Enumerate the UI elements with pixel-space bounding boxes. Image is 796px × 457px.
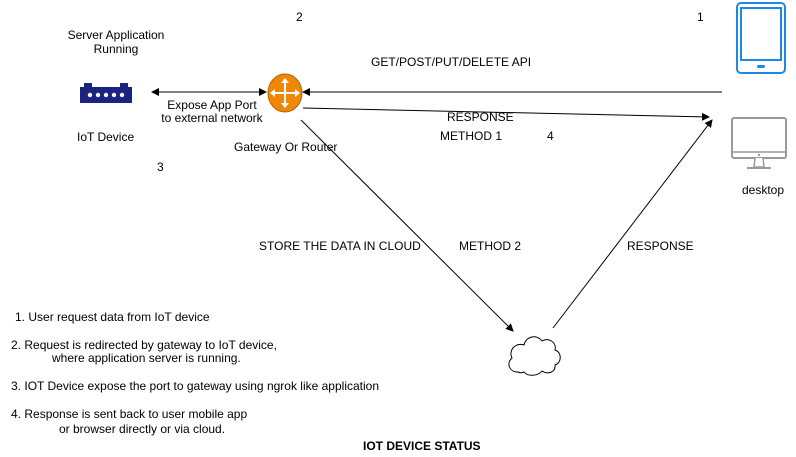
cloud-response-arrow — [552, 119, 713, 329]
gateway-label: Gateway Or Router — [234, 140, 338, 154]
note-4-number: 4. — [11, 407, 22, 421]
diagram-title: IOT DEVICE STATUS — [363, 439, 481, 453]
iot-device-icon — [80, 83, 132, 103]
api-label: GET/POST/PUT/DELETE API — [371, 55, 532, 69]
note-1: 1. User request data from IoT device — [15, 310, 210, 324]
step-1-label: 1 — [697, 10, 704, 24]
server-app-label-line1: Server Application — [67, 28, 165, 42]
expose-label-line2: to external network — [161, 111, 263, 125]
note-1-number: 1. — [15, 310, 26, 324]
step-2-label: 2 — [296, 10, 303, 24]
note-2-line2: where application server is running. — [52, 351, 241, 365]
response-top-label: RESPONSE — [447, 110, 514, 124]
desktop-icon — [731, 117, 787, 169]
note-4-text: Response is sent back to user mobile app — [24, 407, 248, 421]
response-cloud-label: RESPONSE — [627, 239, 694, 253]
step-3-label: 3 — [157, 160, 164, 174]
method-1-label: METHOD 1 — [440, 129, 503, 143]
response-arrow — [302, 107, 710, 121]
desktop-label: desktop — [742, 183, 785, 197]
step-4-label: 4 — [547, 129, 554, 143]
expose-label-line1: Expose App Port — [167, 98, 257, 112]
note-4: 4. Response is sent back to user mobile … — [11, 407, 247, 421]
store-cloud-label: STORE THE DATA IN CLOUD — [259, 239, 421, 253]
cloud-icon — [508, 336, 561, 376]
note-3-number: 3. — [11, 379, 22, 393]
iot-device-label: IoT Device — [77, 130, 135, 144]
note-2-number: 2. — [11, 338, 22, 352]
store-cloud-arrow — [300, 119, 514, 332]
note-2-text: Request is redirected by gateway to IoT … — [24, 338, 277, 352]
note-3: 3. IOT Device expose the port to gateway… — [11, 379, 379, 393]
note-4-line2: or browser directly or via cloud. — [59, 422, 226, 436]
server-app-label-line2: Running — [93, 42, 139, 56]
note-3-text: IOT Device expose the port to gateway us… — [24, 379, 380, 393]
method-2-label: METHOD 2 — [459, 239, 522, 253]
note-2: 2. Request is redirected by gateway to I… — [11, 338, 277, 352]
router-icon — [267, 73, 303, 113]
note-1-text: User request data from IoT device — [28, 310, 210, 324]
tablet-icon — [736, 2, 786, 74]
